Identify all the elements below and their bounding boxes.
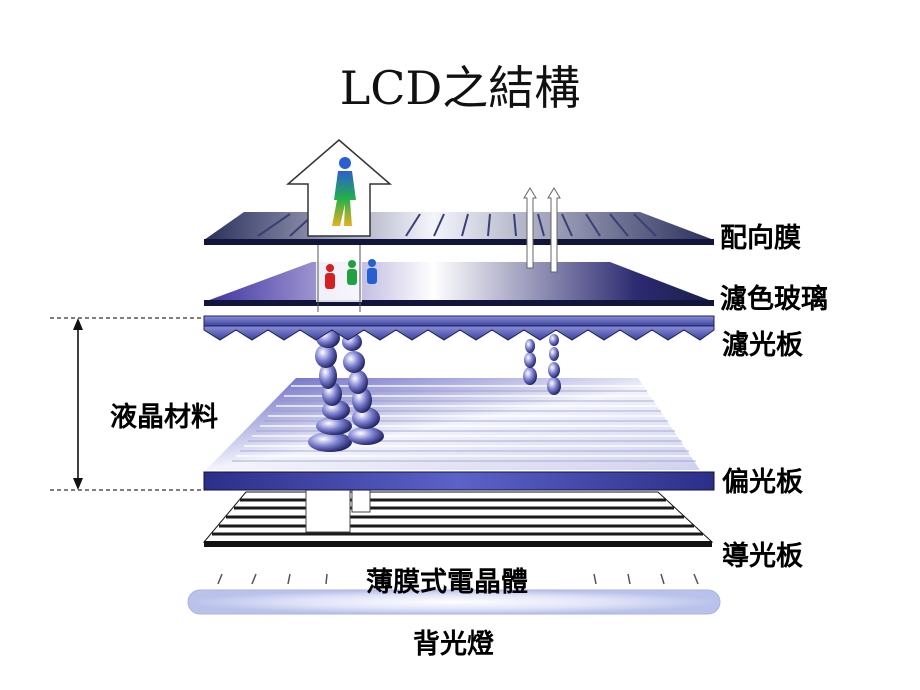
liquid-crystal-layer <box>206 378 700 470</box>
filter-plate <box>203 315 715 341</box>
polarizer-plate <box>203 471 715 491</box>
light-output-arrow <box>285 139 393 237</box>
twisted-molecule-column-right <box>523 334 561 395</box>
backlight-lamp <box>187 573 721 615</box>
liquid-crystal-dimension-marker <box>50 317 205 491</box>
page-title: LCD之結構 <box>339 61 581 115</box>
rgb-viewer-figures <box>325 259 377 289</box>
label-backlight: 背光燈 <box>413 629 494 660</box>
alignment-film <box>204 212 714 245</box>
small-light-arrows <box>523 187 561 273</box>
label-filter-plate: 濾光板 <box>722 330 803 361</box>
label-thin-film-transistor: 薄膜式電晶體 <box>366 567 528 598</box>
label-color-filter-glass: 濾色玻璃 <box>720 284 828 315</box>
label-liquid-crystal: 液晶材料 <box>110 402 218 433</box>
label-polarizer: 偏光板 <box>722 467 803 498</box>
label-light-guide: 導光板 <box>722 541 803 572</box>
label-alignment-film: 配向膜 <box>720 223 801 254</box>
light-path-column <box>317 244 361 312</box>
color-filter-glass <box>204 258 714 306</box>
light-guide-plate <box>202 489 714 547</box>
